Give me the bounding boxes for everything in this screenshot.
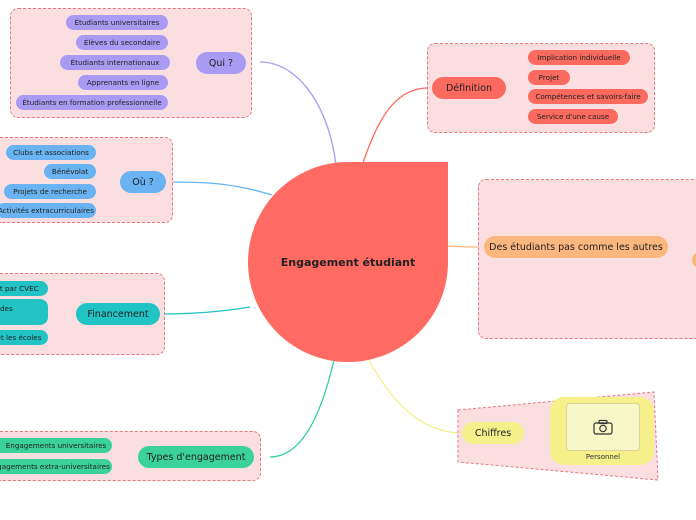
qui-item[interactable]: Élèves du secondaire	[76, 35, 168, 50]
des-etudiants-item[interactable]	[692, 252, 696, 268]
definition-item[interactable]: Projet	[528, 70, 570, 85]
des-etudiants-group-box	[478, 179, 696, 339]
definition-item[interactable]: Implication individuelle	[528, 50, 630, 65]
financement-item[interactable]: nt par CVEC	[0, 281, 48, 296]
qui-item[interactable]: Étudiants en formation professionnelle	[16, 95, 168, 110]
financement-item-label: et les écoles	[0, 333, 42, 342]
des-etudiants-node-label: Des étudiants pas comme les autres	[489, 241, 663, 253]
financement-node-label: Financement	[87, 308, 149, 320]
financement-node[interactable]: Financement	[76, 303, 160, 325]
qui-node-label: Qui ?	[208, 57, 234, 69]
qui-item-label: Étudiants en formation professionnelle	[22, 98, 162, 107]
financement-item-label: des	[0, 304, 13, 313]
ou-node[interactable]: Où ?	[120, 171, 166, 193]
types-item-label: Engagements universitaires	[5, 441, 107, 450]
types-item[interactable]: Engagements extra-universitaires	[0, 459, 112, 474]
image-placeholder[interactable]	[566, 403, 640, 451]
types-item[interactable]: Engagements universitaires	[0, 438, 112, 453]
types-item-label: Engagements extra-universitaires	[0, 462, 110, 471]
definition-item-label: Implication individuelle	[537, 53, 621, 62]
qui-item-label: Apprenants en ligne	[86, 78, 160, 87]
financement-item[interactable]: des	[0, 299, 48, 325]
financement-item[interactable]: et les écoles	[0, 330, 48, 345]
definition-node[interactable]: Définition	[432, 77, 506, 99]
types-node-label: Types d'engagement	[146, 451, 246, 463]
qui-item[interactable]: Apprenants en ligne	[78, 75, 168, 90]
ou-item[interactable]: Clubs et associations	[6, 145, 96, 160]
qui-item-label: Élèves du secondaire	[83, 38, 161, 47]
central-topic-label: Engagement étudiant	[280, 255, 416, 269]
definition-item[interactable]: Service d'une cause	[528, 109, 618, 124]
definition-node-label: Définition	[445, 82, 492, 94]
definition-item-label: Compétences et savoirs-faire	[535, 92, 641, 101]
financement-item-label: nt par CVEC	[0, 284, 39, 293]
ou-item-label: Bénévolat	[51, 167, 89, 176]
chiffres-node-label: Chiffres	[474, 427, 512, 439]
qui-item-label: Étudiants internationaux	[70, 58, 160, 67]
ou-item-label: Activités extracurriculaires	[0, 206, 94, 215]
central-topic[interactable]: Engagement étudiant	[248, 162, 448, 362]
ou-node-label: Où ?	[132, 176, 154, 188]
qui-item-label: Étudiants universitaires	[74, 18, 160, 27]
des-etudiants-node[interactable]: Des étudiants pas comme les autres	[484, 236, 668, 258]
image-caption: Personnel	[585, 453, 621, 461]
types-node[interactable]: Types d'engagement	[138, 446, 254, 468]
qui-item[interactable]: Étudiants universitaires	[66, 15, 168, 30]
ou-item[interactable]: Activités extracurriculaires	[0, 203, 96, 218]
ou-item-label: Clubs et associations	[13, 148, 89, 157]
ou-item-label: Projets de recherche	[13, 187, 87, 196]
qui-node[interactable]: Qui ?	[196, 52, 246, 74]
chiffres-node[interactable]: Chiffres	[462, 422, 524, 444]
ou-item[interactable]: Bénévolat	[44, 164, 96, 179]
ou-item[interactable]: Projets de recherche	[4, 184, 96, 199]
definition-item-label: Projet	[538, 73, 560, 82]
definition-item-label: Service d'une cause	[536, 112, 610, 121]
definition-item[interactable]: Compétences et savoirs-faire	[528, 89, 648, 104]
camera-icon	[593, 419, 613, 435]
qui-item[interactable]: Étudiants internationaux	[60, 55, 170, 70]
